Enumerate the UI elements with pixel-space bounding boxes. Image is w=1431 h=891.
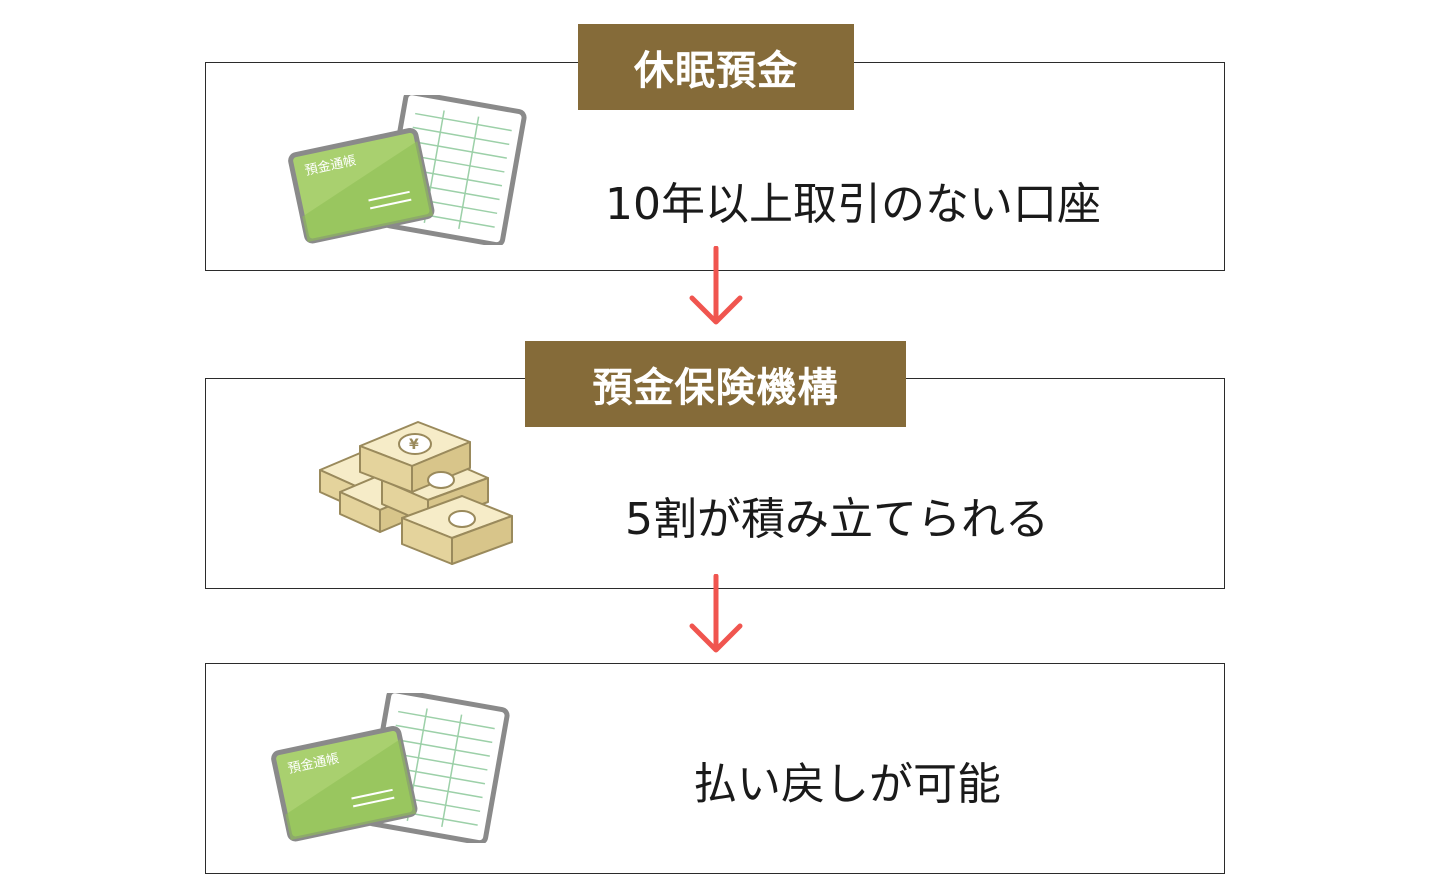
bankbook-icon: 預金通帳 — [271, 693, 510, 843]
yen-mark: ¥ — [409, 437, 419, 453]
step-2-caption: 5割が積み立てられる — [625, 494, 1049, 545]
down-arrow-icon — [689, 574, 743, 653]
step-1-title: 休眠預金 — [578, 24, 854, 110]
step-1-caption: 10年以上取引のない口座 — [605, 179, 1101, 230]
bankbook-icon: 預金通帳 — [288, 95, 527, 245]
money-stack-icon: ¥ — [319, 421, 513, 565]
step-2-title: 預金保険機構 — [525, 341, 906, 427]
down-arrow-icon — [689, 246, 743, 325]
step-3-caption: 払い戻しが可能 — [693, 759, 1001, 810]
